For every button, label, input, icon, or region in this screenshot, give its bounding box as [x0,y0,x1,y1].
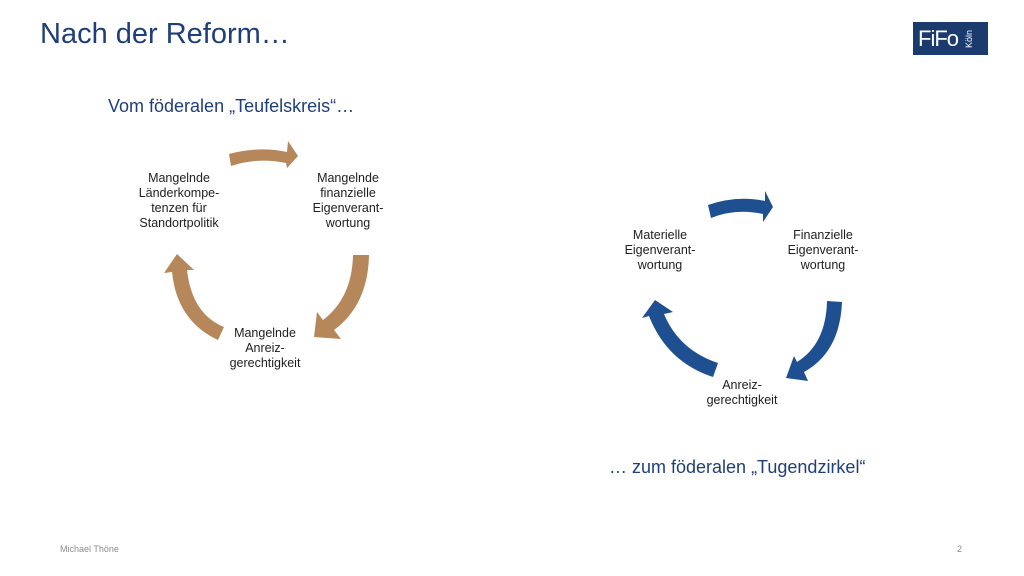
right-node-materielle: Materielle Eigenverant- wortung [624,228,696,272]
left-node-laenderkompetenzen: Mangelnde Länderkompe- tenzen für Stando… [138,171,220,230]
left-cycle-arrow-right [314,255,369,339]
logo-text: FiFo [918,26,959,51]
left-cycle-heading: Vom föderalen „Teufelskreis“… [108,96,355,116]
right-node-anreiz: Anreiz- gerechtigkeit [706,378,778,407]
left-node-anreiz: Mangelnde Anreiz- gerechtigkeit [229,326,301,370]
footer-page-number: 2 [957,544,963,554]
right-node-finanzielle: Finanzielle Eigenverant- wortung [787,228,859,272]
left-cycle-arrow-left [164,254,224,340]
footer-author: Michael Thöne [60,544,119,554]
fifo-logo: FiFo Köln [913,22,988,55]
right-cycle-arrow-right [786,301,842,381]
right-cycle-arrow-left [642,300,718,377]
right-cycle-arrow-top [708,191,773,222]
right-cycle-heading: … zum föderalen „Tugendzirkel“ [609,457,866,477]
left-node-finanzielle: Mangelnde finanzielle Eigenverant- wortu… [312,171,384,230]
left-cycle-arrow-top [229,141,298,168]
slide-title: Nach der Reform… [40,18,290,50]
